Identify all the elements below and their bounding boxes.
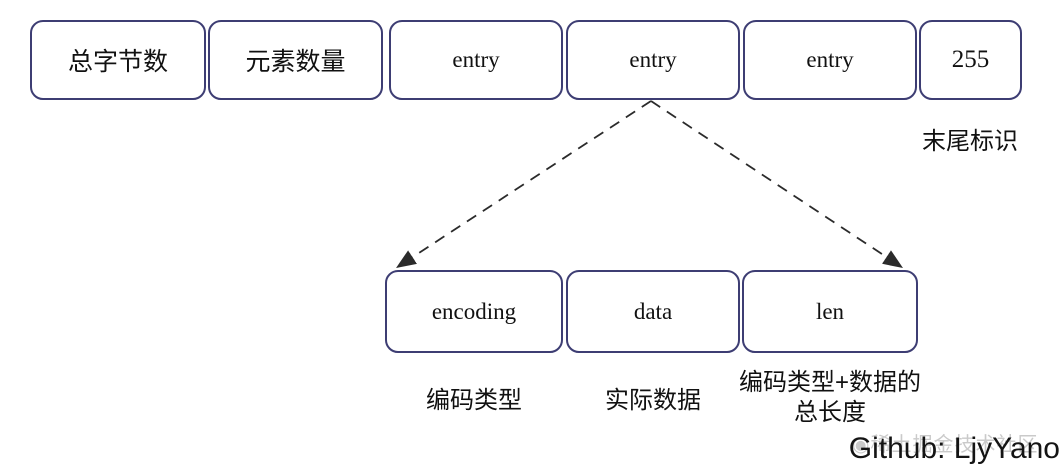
field-box-label: 255 — [951, 46, 990, 73]
entry-field-label: len — [815, 298, 845, 324]
field-box-entry-2: entry — [566, 20, 740, 100]
caption-text: 实际数据 — [605, 387, 701, 414]
dashed-arrow-right — [650, 100, 904, 268]
github-credit: Github: LjyYano — [848, 432, 1060, 465]
field-box-label: entry — [806, 47, 854, 72]
caption-text: 编码类型 — [426, 387, 522, 414]
watermark-logo-icon: ◉ — [852, 434, 871, 456]
entry-field-label: data — [633, 298, 673, 324]
entry-field-label: encoding — [431, 298, 517, 324]
field-box-end-byte-255: 255 — [919, 20, 1022, 100]
caption-actual-data: 实际数据 — [566, 371, 740, 431]
field-box-entry-3: entry — [743, 20, 917, 100]
juejin-watermark: ◉稀土掘金技术社区 — [852, 428, 1038, 457]
field-box-total-bytes: 总字节数 — [30, 20, 206, 100]
entry-field-box-encoding: encoding — [385, 270, 563, 353]
watermark-text: 稀土掘金技术社区 — [870, 434, 1039, 456]
caption-total-length: 编码类型+数据的 总长度 — [720, 368, 940, 428]
dashed-arrow-left — [395, 100, 652, 268]
field-box-label: 总字节数 — [67, 49, 168, 76]
entry-field-box-data: data — [566, 270, 740, 353]
caption-encoding-type: 编码类型 — [385, 371, 563, 431]
field-box-label: entry — [452, 47, 500, 72]
field-box-element-count: 元素数量 — [208, 20, 383, 100]
caption-text-line2: 总长度 — [794, 399, 866, 426]
field-box-entry-1: entry — [389, 20, 563, 100]
field-box-label: 元素数量 — [245, 49, 346, 76]
entry-field-box-len: len — [742, 270, 918, 353]
caption-text-line1: 编码类型+数据的 — [738, 369, 921, 396]
field-box-label: entry — [629, 47, 677, 72]
end-marker-label: 末尾标识 — [922, 128, 1018, 155]
